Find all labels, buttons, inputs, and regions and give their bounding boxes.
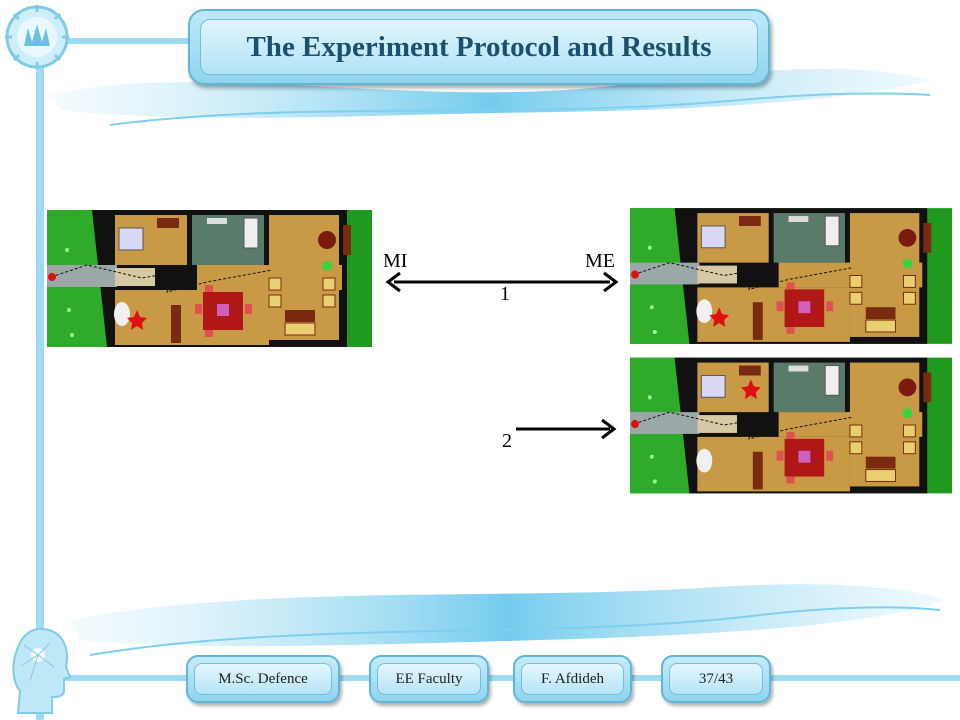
university-logo	[4, 4, 70, 70]
footer-faculty: EE Faculty	[369, 655, 489, 703]
footer-faculty-label: EE Faculty	[377, 663, 481, 695]
footer-page-number: 37/43	[661, 655, 771, 703]
footer-page-label: 37/43	[669, 663, 763, 695]
floor-plan-second	[630, 357, 952, 494]
label-mi: MI	[383, 250, 408, 272]
footer-author: F. Afdideh	[513, 655, 632, 703]
right-arrow	[516, 418, 617, 440]
footer-defence-label: M.Sc. Defence	[194, 663, 332, 695]
slide-title: The Experiment Protocol and Results	[246, 30, 712, 63]
title-inner: The Experiment Protocol and Results	[200, 19, 758, 75]
title-banner: The Experiment Protocol and Results	[188, 9, 770, 85]
footer-defence: M.Sc. Defence	[186, 655, 340, 703]
label-step-2: 2	[502, 430, 512, 452]
floor-plan-me	[630, 208, 952, 344]
head-logo	[10, 625, 72, 715]
double-arrow	[385, 271, 619, 293]
label-me: ME	[585, 250, 615, 272]
floor-plan-mi	[47, 210, 372, 347]
footer-author-label: F. Afdideh	[521, 663, 624, 695]
label-step-1: 1	[500, 283, 510, 305]
